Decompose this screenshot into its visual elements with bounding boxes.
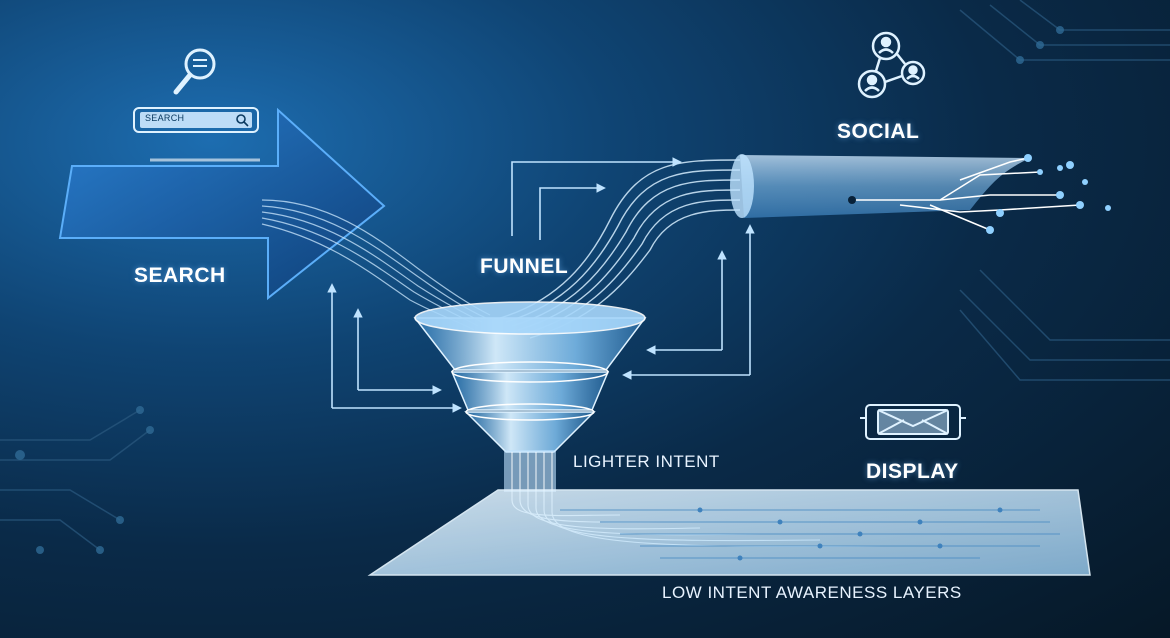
funnel-label: FUNNEL (480, 255, 569, 278)
display-ad-icon (860, 404, 966, 440)
display-label: DISPLAY (866, 460, 959, 483)
plane-circuit-nodes (697, 507, 1003, 561)
social-label: SOCIAL (837, 120, 920, 143)
circuit-nodes (15, 26, 1064, 554)
awareness-plane (367, 489, 1091, 576)
search-label: SEARCH (134, 264, 226, 287)
search-arrow (58, 107, 386, 301)
circuit-traces (0, 0, 1170, 551)
social-tube (730, 154, 1030, 218)
plane-circuit-lines (560, 509, 1060, 559)
flow-arrows (327, 157, 755, 413)
search-bar-icon (133, 107, 259, 133)
social-circuit-nodes (848, 154, 1111, 234)
search-bar: SEARCH (133, 108, 259, 132)
social-circuit-branches (852, 157, 1081, 231)
search-bar-placeholder: SEARCH (145, 113, 185, 123)
funnel-shape (413, 301, 647, 492)
low-intent-label: LOW INTENT AWARENESS LAYERS (662, 583, 962, 602)
social-network-icon (857, 31, 926, 99)
magnifier-icon (173, 48, 216, 95)
lighter-intent-label: LIGHTER INTENT (573, 452, 720, 471)
